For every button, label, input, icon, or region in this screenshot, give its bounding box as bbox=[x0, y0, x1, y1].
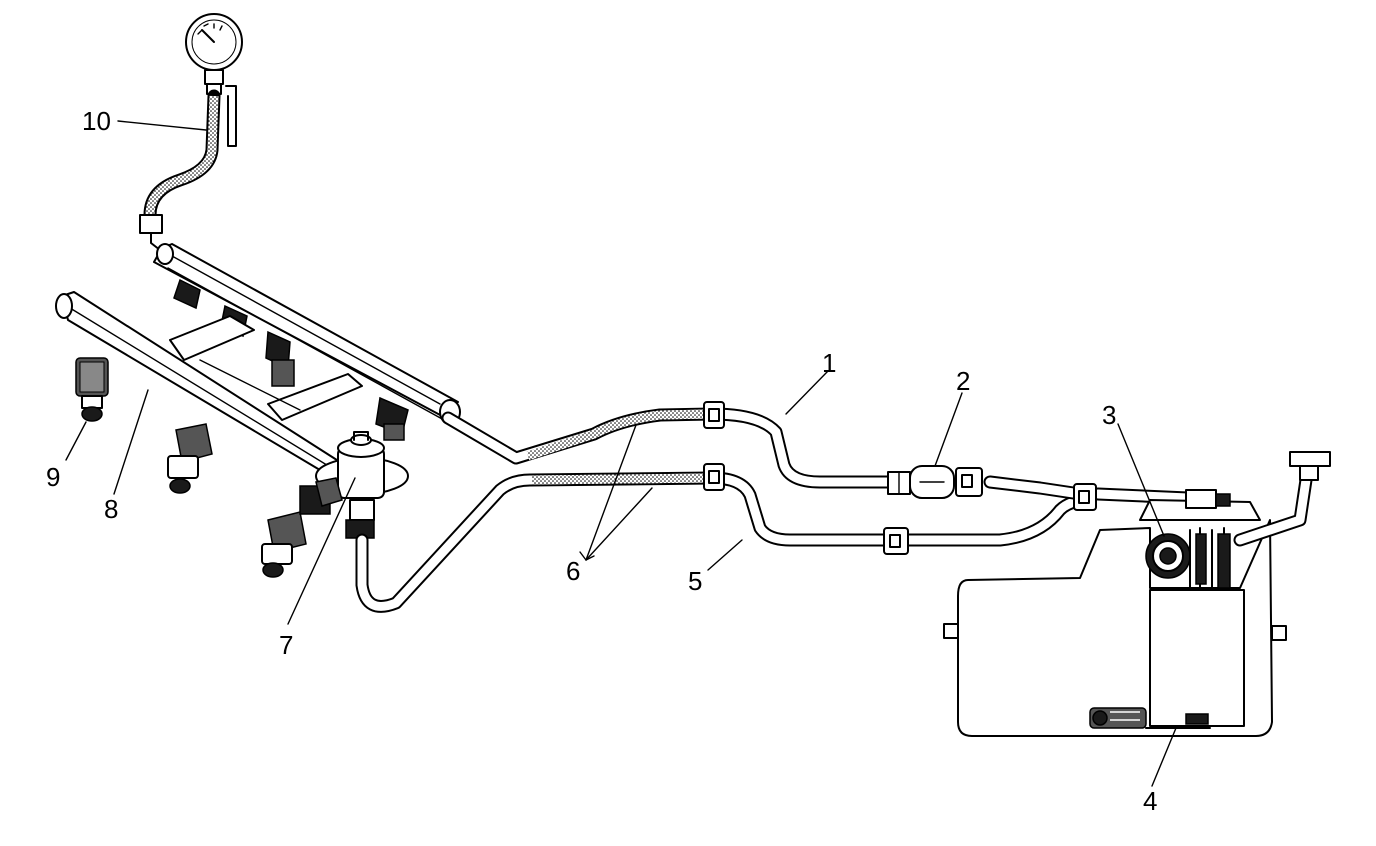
callout-6: 6 bbox=[566, 556, 580, 586]
callout-4: 4 bbox=[1143, 786, 1157, 816]
callout-10: 10 bbox=[82, 106, 111, 136]
fuel-filter bbox=[887, 465, 983, 499]
fuel-rail-front bbox=[55, 291, 363, 477]
callout-3: 3 bbox=[1102, 400, 1116, 430]
feed-line bbox=[441, 407, 1195, 505]
gauge-hose bbox=[139, 89, 221, 251]
fuel-strainer bbox=[1089, 707, 1211, 729]
callout-9: 9 bbox=[46, 462, 60, 492]
callout-2: 2 bbox=[956, 366, 970, 396]
callout-labels: 1 2 3 4 5 6 7 8 9 10 bbox=[46, 106, 1157, 816]
front-injectors bbox=[75, 357, 331, 578]
fuel-pump-module bbox=[1139, 489, 1261, 727]
callout-5: 5 bbox=[688, 566, 702, 596]
callout-8: 8 bbox=[104, 494, 118, 524]
callout-1: 1 bbox=[822, 348, 836, 378]
return-line bbox=[355, 471, 1097, 613]
line-connectors bbox=[703, 401, 1097, 555]
fuel-pressure-regulator bbox=[315, 431, 409, 539]
leader-lines bbox=[65, 120, 1177, 787]
callout-7: 7 bbox=[279, 630, 293, 660]
